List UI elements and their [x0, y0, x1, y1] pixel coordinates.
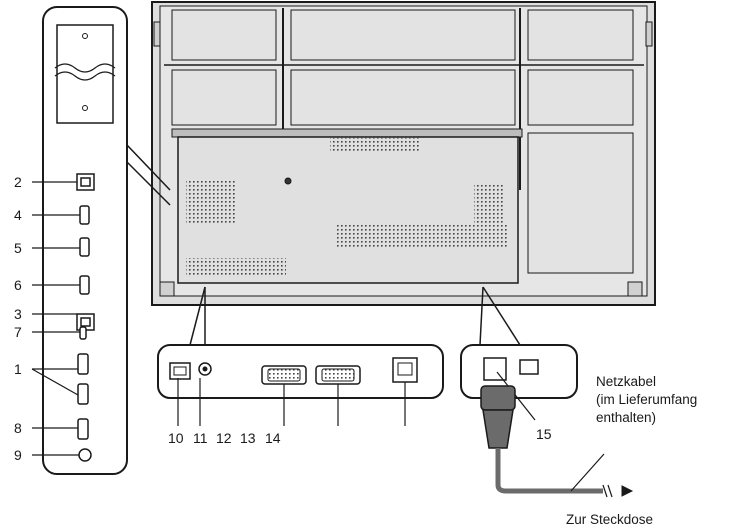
outlet-note: Zur Steckdose: [566, 512, 654, 527]
bottom-label-11: 11: [193, 430, 208, 446]
bottom-terminal-panel: [157, 286, 444, 399]
side-label-7: 7: [14, 324, 22, 340]
side-ports: [76, 173, 95, 462]
side-leader-lines: [31, 181, 80, 456]
bottom-terminal-labels: 10 11 12 13 14: [168, 430, 281, 446]
side-label-8: 8: [14, 420, 22, 436]
vent-grilles: [186, 137, 508, 276]
cable-note-line2: (im Lieferumfang: [596, 392, 698, 407]
side-label-4: 4: [14, 207, 22, 223]
side-label-5: 5: [14, 240, 22, 256]
bottom-leader-lines: [177, 378, 406, 426]
power-label-15: 15: [536, 426, 552, 442]
bottom-label-14: 14: [265, 430, 281, 446]
cable-note: Netzkabel (im Lieferumfang enthalten): [596, 373, 697, 427]
cable-note-line1: Netzkabel: [596, 374, 657, 389]
side-label-1: 1: [14, 361, 22, 377]
cable-note-line3: enthalten): [596, 410, 657, 425]
bottom-label-12: 12: [216, 430, 232, 446]
side-label-2: 2: [14, 174, 22, 190]
side-terminal-labels: 2 4 5 6 3 7 1 8 9: [14, 174, 22, 463]
side-label-6: 6: [14, 277, 22, 293]
power-terminal-panel: [460, 286, 578, 421]
display-rear: [151, 1, 656, 306]
bottom-label-10: 10: [168, 430, 184, 446]
side-label-3: 3: [14, 306, 22, 322]
bottom-label-13: 13: [240, 430, 256, 446]
power-cable: [480, 385, 634, 498]
side-terminal-panel: [42, 6, 171, 475]
side-label-9: 9: [14, 447, 22, 463]
